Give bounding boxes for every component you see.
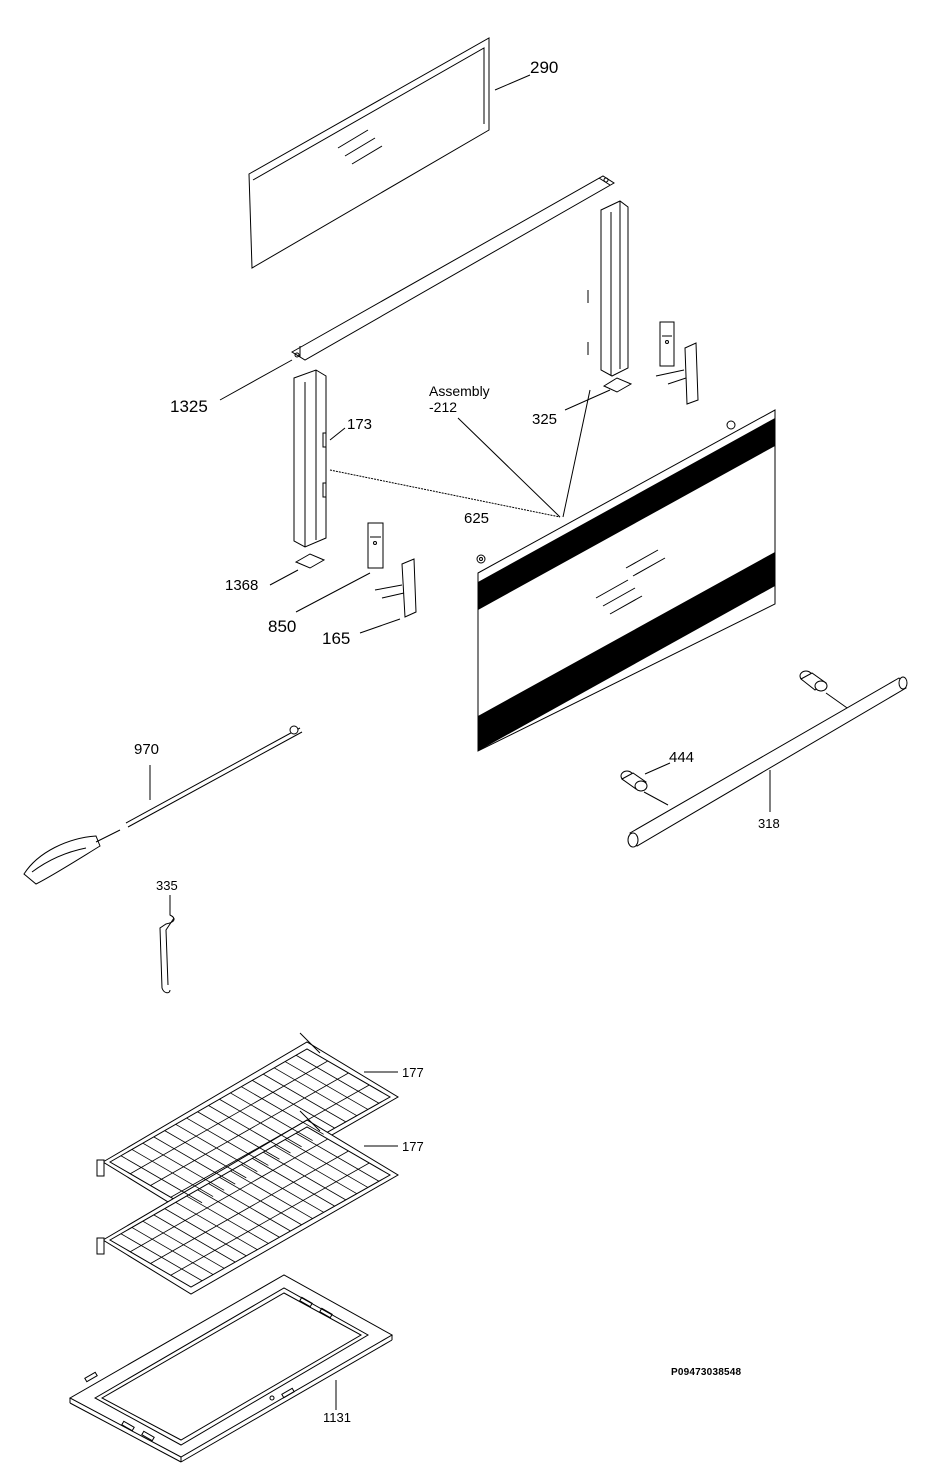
trim-strip-1325	[219, 175, 615, 401]
label-325: 325	[532, 411, 558, 428]
hinge-165	[359, 558, 417, 634]
shelf-crosswire	[130, 1060, 328, 1175]
label-177-top: 177	[402, 1065, 424, 1080]
label-assembly-number: -212	[429, 399, 458, 415]
label-177-bottom: 177	[402, 1139, 424, 1154]
shelf-crosswire	[150, 1072, 349, 1186]
rod-970	[23, 725, 303, 885]
clip-335	[159, 895, 175, 994]
door-handle-318	[627, 676, 908, 848]
label-970: 970	[134, 741, 160, 758]
label-850: 850	[268, 617, 297, 636]
hinge-right-top	[655, 321, 699, 405]
label-1325: 1325	[170, 397, 208, 416]
nut-625	[476, 554, 486, 564]
label-assembly-word: Assembly	[429, 383, 490, 399]
hinge-850	[295, 522, 384, 613]
label-1131: 1131	[323, 1410, 351, 1425]
door-profile-173	[293, 369, 561, 569]
label-625: 625	[464, 510, 490, 527]
baking-tray-1131	[68, 1274, 394, 1463]
label-335: 335	[156, 878, 178, 893]
handle-bushing-top	[799, 670, 851, 711]
handle-bushing-444	[620, 762, 671, 806]
drawing-code: P09473038548	[671, 1367, 742, 1378]
shelf-crosswire	[130, 1138, 328, 1253]
label-assembly: Assembly -212	[429, 383, 490, 415]
label-1368: 1368	[225, 577, 259, 594]
door-profile-325	[564, 200, 633, 411]
label-318: 318	[758, 816, 780, 831]
shelf-crosswire	[150, 1150, 349, 1264]
shelf-crosswire	[170, 1162, 370, 1276]
label-444: 444	[669, 749, 695, 766]
label-290: 290	[530, 58, 559, 77]
glass-panel-290	[248, 37, 531, 269]
label-165: 165	[322, 629, 351, 648]
label-173: 173	[347, 416, 373, 433]
outer-door-glass	[477, 409, 776, 752]
shelf-crosswire	[170, 1084, 370, 1198]
